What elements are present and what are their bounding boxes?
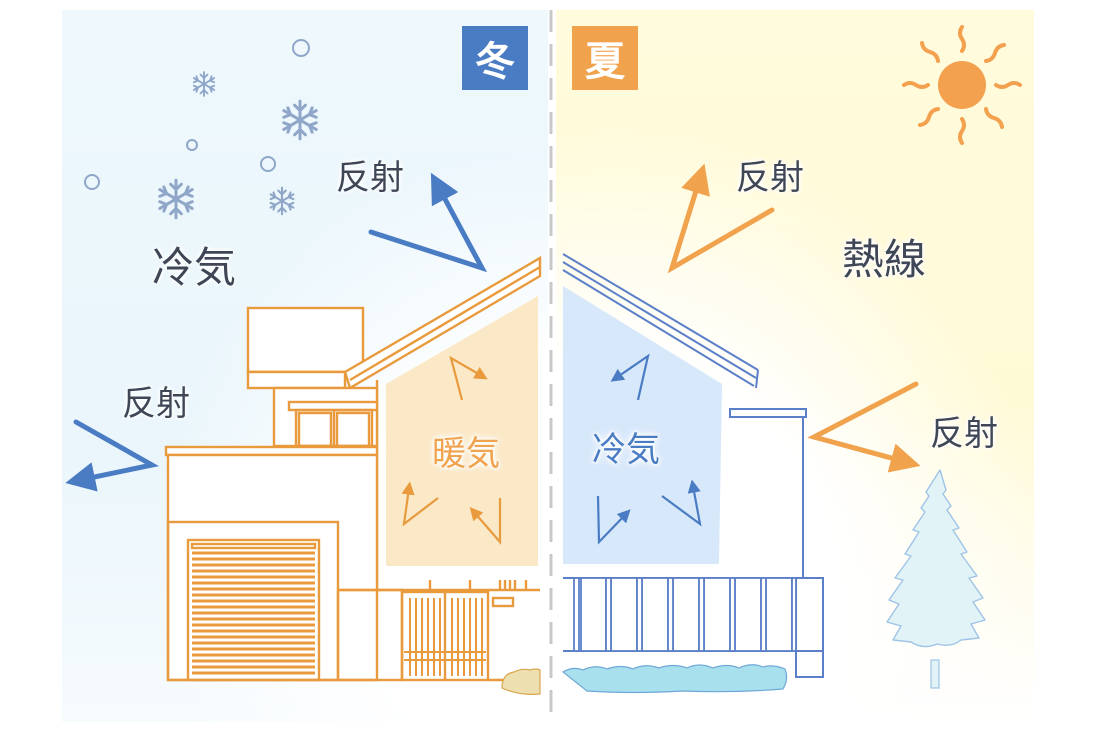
summer-fence: [573, 577, 797, 652]
snow-particles: [84, 39, 310, 190]
sun-icon: [902, 25, 1022, 145]
snowflake-icon: [192, 71, 216, 97]
summer-reflect-right-label: 反射: [930, 414, 998, 454]
summer-reflect-top-label: 反射: [736, 158, 804, 198]
snowflake-icon: [269, 186, 295, 216]
tree-icon: [886, 469, 986, 689]
winter-reflect-top-label: 反射: [336, 158, 404, 198]
winter-reflection-arrows: [65, 172, 488, 492]
cool-air-region: [563, 286, 722, 564]
gate-bars: [404, 598, 486, 676]
summer-badge-label: 夏: [585, 39, 625, 85]
warm-air-label: 暖気: [432, 434, 500, 474]
winter-house: [164, 255, 542, 682]
heat-ray-label: 熱線: [842, 235, 927, 284]
summer-reflection-arrows: [667, 163, 921, 473]
cool-air-arrows: [596, 353, 702, 545]
winter-reflect-left-label: 反射: [122, 384, 190, 424]
winter-cold-air-label: 冷気: [152, 243, 237, 292]
snowflake-icon: [158, 178, 194, 220]
warm-air-arrows: [401, 355, 502, 545]
summer-hedge: [561, 664, 788, 694]
winter-hedge: [501, 668, 541, 695]
snowflake-icon: [282, 99, 318, 141]
summer-badge: 夏: [572, 26, 638, 90]
winter-badge: 冬: [462, 26, 528, 90]
winter-badge-label: 冬: [475, 39, 515, 85]
cool-air-label: 冷気: [592, 430, 660, 470]
garage-shutter: [192, 551, 315, 675]
